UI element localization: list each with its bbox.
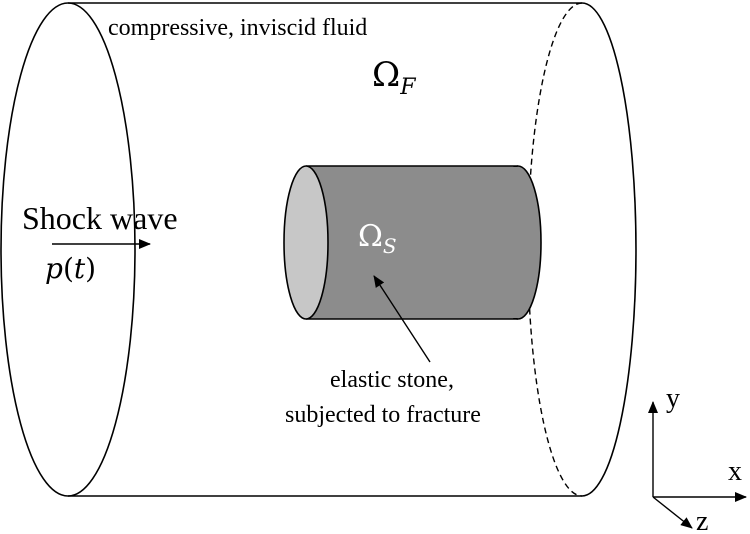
shock-wave-label: Shock wave bbox=[22, 200, 178, 236]
fluid-domain-omega: Ω bbox=[372, 55, 401, 95]
solid-domain-omega: Ω bbox=[358, 219, 383, 254]
pressure-argument: t bbox=[73, 252, 86, 285]
z-axis-label: z bbox=[696, 506, 709, 534]
pressure-function: p bbox=[45, 252, 63, 285]
fluid-domain-label: ΩF bbox=[372, 58, 415, 99]
z-axis-arrow bbox=[652, 496, 693, 529]
fluid-label: compressive, inviscid fluid bbox=[108, 15, 368, 41]
solid-domain-label: ΩS bbox=[358, 219, 397, 258]
stone-label-line1: elastic stone, bbox=[330, 367, 454, 393]
stone-body-fill-over bbox=[306, 167, 517, 318]
fluid-cylinder-left-end bbox=[0, 2, 136, 497]
stone-label-line2: subjected to fracture bbox=[285, 402, 481, 428]
pressure-label: p(t) bbox=[45, 252, 97, 285]
y-axis-label: y bbox=[666, 383, 680, 414]
fluid-domain-subscript: F bbox=[400, 75, 416, 100]
x-axis-label: x bbox=[728, 456, 742, 487]
solid-domain-subscript: S bbox=[382, 234, 397, 258]
stone-left-face bbox=[283, 165, 329, 320]
stone-pointer-arrow bbox=[373, 275, 431, 363]
fluid-cylinder-right-end-front bbox=[581, 2, 637, 497]
